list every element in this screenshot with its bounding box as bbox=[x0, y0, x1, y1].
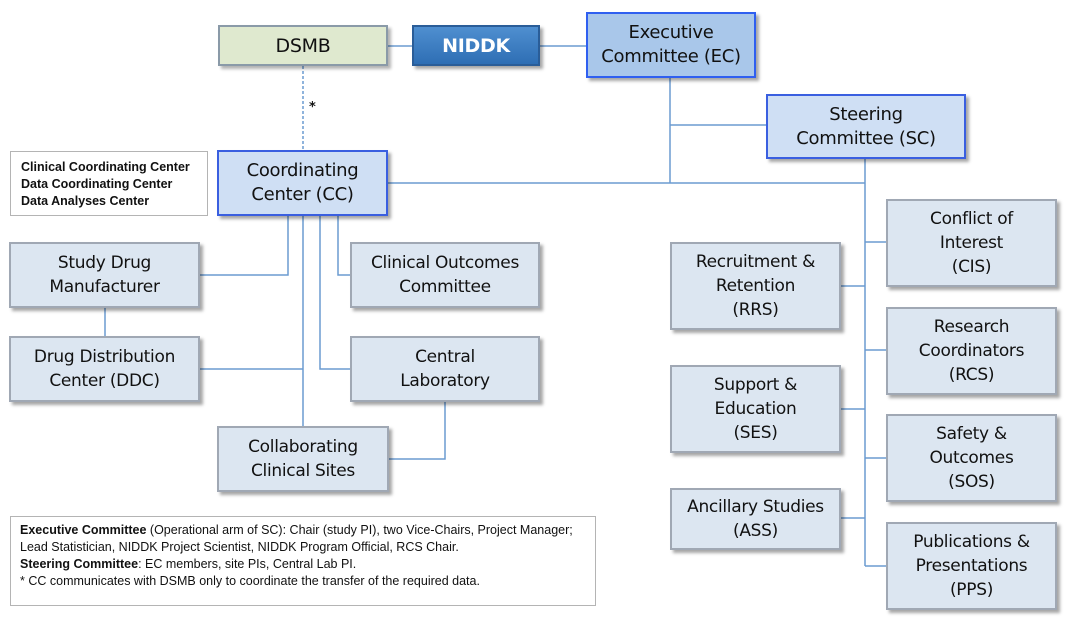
footnote-sc-label: Steering Committee bbox=[20, 557, 139, 571]
support-education-box: Support & Education (SES) bbox=[670, 365, 841, 453]
connector-central-lab-collab-sites bbox=[389, 402, 446, 460]
study-drug-manufacturer-box: Study Drug Manufacturer bbox=[9, 242, 200, 308]
safety-outcomes-box: Safety & Outcomes (SOS) bbox=[886, 414, 1057, 502]
footnote-ec-text: (Operational arm of SC): Chair (study PI… bbox=[20, 523, 573, 554]
steering-committee-box: Steering Committee (SC) bbox=[766, 94, 966, 159]
cc-components-note: Clinical Coordinating Center Data Coordi… bbox=[10, 151, 208, 216]
conflict-of-interest-box: Conflict of Interest (CIS) bbox=[886, 199, 1057, 287]
connector-cc-study-drug bbox=[200, 216, 289, 276]
footnote-box: Executive Committee (Operational arm of … bbox=[10, 516, 596, 606]
research-coordinators-box: Research Coordinators (RCS) bbox=[886, 307, 1057, 395]
recruitment-retention-box: Recruitment & Retention (RRS) bbox=[670, 242, 841, 330]
drug-distribution-center-box: Drug Distribution Center (DDC) bbox=[9, 336, 200, 402]
coordinating-center-box: Coordinating Center (CC) bbox=[217, 150, 388, 216]
collaborating-clinical-sites-box: Collaborating Clinical Sites bbox=[217, 426, 389, 492]
ancillary-studies-box: Ancillary Studies (ASS) bbox=[670, 488, 841, 550]
connector-cc-clinical-outcomes bbox=[337, 216, 350, 276]
executive-committee-box: Executive Committee (EC) bbox=[586, 12, 756, 78]
footnote-asterisk: * CC communicates with DSMB only to coor… bbox=[20, 574, 480, 588]
cc-note-line: Data Analyses Center bbox=[21, 194, 150, 208]
dsmb-box: DSMB bbox=[218, 25, 388, 66]
footnote-sc-text: : EC members, site PIs, Central Lab PI. bbox=[138, 557, 357, 571]
niddk-box: NIDDK bbox=[412, 25, 540, 66]
clinical-outcomes-committee-box: Clinical Outcomes Committee bbox=[350, 242, 540, 308]
cc-note-line: Data Coordinating Center bbox=[21, 177, 173, 191]
connector-cc-central-lab bbox=[319, 216, 350, 370]
central-laboratory-box: Central Laboratory bbox=[350, 336, 540, 402]
cc-note-line: Clinical Coordinating Center bbox=[21, 160, 190, 174]
publications-presentations-box: Publications & Presentations (PPS) bbox=[886, 522, 1057, 610]
footnote-sc: Steering Committee: EC members, site PIs… bbox=[20, 556, 595, 573]
footnote-ec-label: Executive Committee bbox=[20, 523, 147, 537]
dsmb-cc-asterisk: * bbox=[309, 100, 316, 115]
footnote-ec: Executive Committee (Operational arm of … bbox=[20, 522, 595, 556]
